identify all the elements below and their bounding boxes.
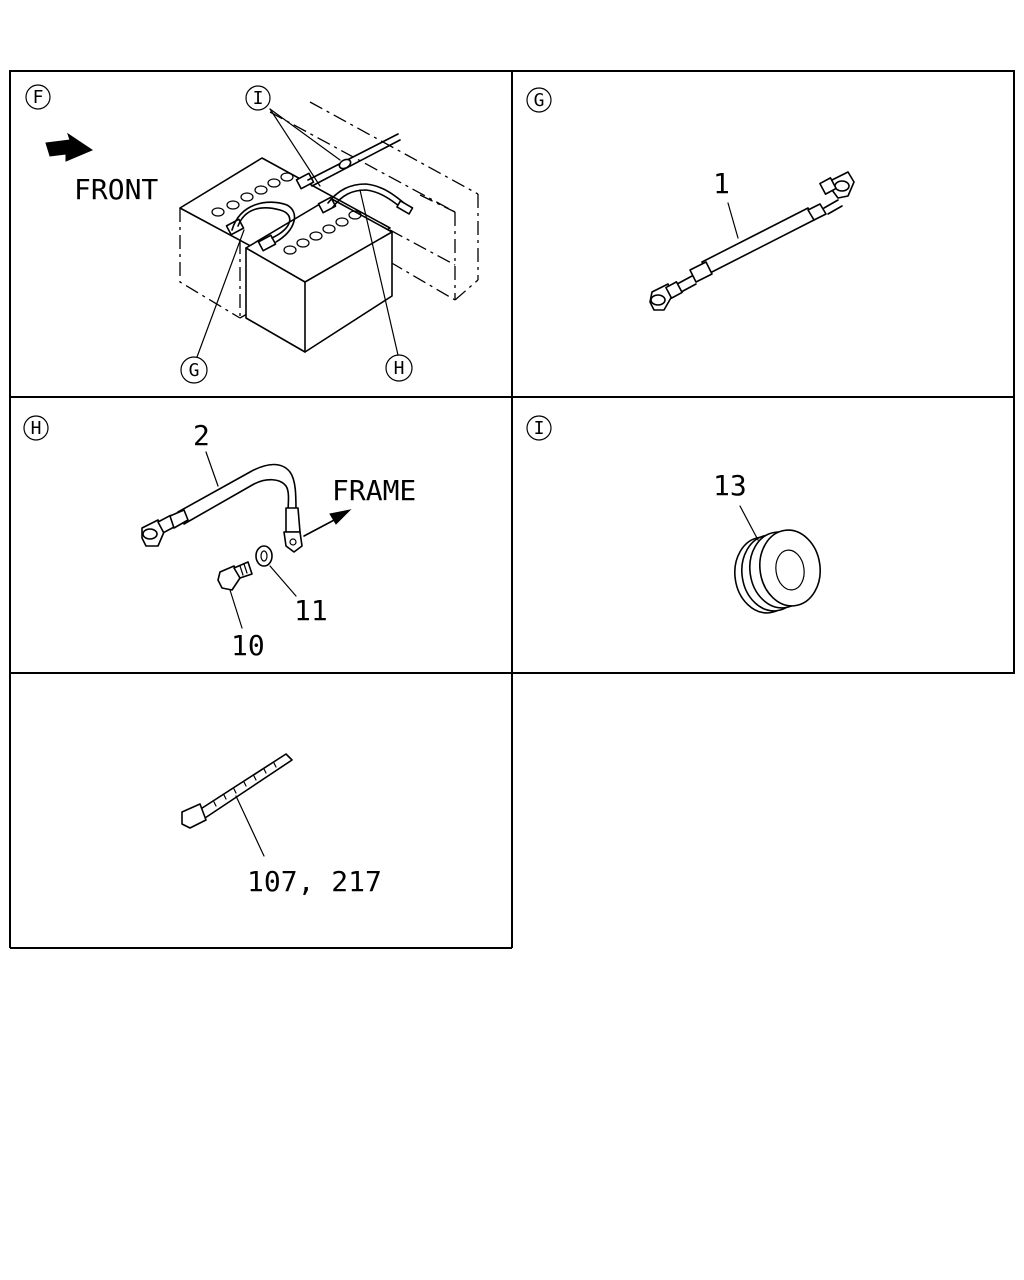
panel-g: G 1: [526, 87, 855, 311]
part-13-label: 13: [713, 469, 747, 502]
part-1-leader: [727, 202, 739, 239]
part-107-217-leader: [235, 795, 265, 857]
callout-h-text: H: [394, 358, 405, 379]
frame-rail-outline: [269, 101, 479, 301]
front-arrow-icon: [45, 132, 94, 162]
panel-h: H FRAME 11: [23, 415, 416, 662]
callout-g: G: [180, 229, 245, 384]
panel-i: I 13: [526, 415, 821, 614]
battery-cable-part-1: [649, 171, 855, 311]
part-1-label: 1: [713, 167, 730, 200]
panel-g-id-text: G: [534, 90, 545, 111]
panel-g-id-marker: G: [526, 87, 552, 113]
ground-cable-part-2: [141, 463, 303, 553]
callout-i-text: I: [253, 88, 264, 109]
front-label: FRONT: [74, 173, 158, 206]
part-11-leader: [269, 565, 297, 597]
part-2-label: 2: [193, 419, 210, 452]
battery-cables: [231, 133, 414, 243]
part-11-label: 11: [294, 594, 328, 627]
panel-h-id-marker: H: [23, 415, 49, 441]
part-10-leader: [229, 589, 243, 629]
part-13-leader: [739, 505, 759, 541]
panel-f-id-text: F: [33, 87, 44, 108]
panel-tie: 107, 217: [181, 753, 382, 898]
panel-f-id-marker: F: [25, 84, 51, 110]
grommet-part-13: [734, 529, 821, 614]
bolt-part-10: [217, 561, 253, 591]
part-107-217-label: 107, 217: [247, 865, 382, 898]
frame-label: FRAME: [332, 474, 416, 507]
frame-direction-arrow: [303, 509, 352, 537]
washer-part-11: [255, 545, 273, 567]
callout-h: H: [359, 189, 413, 382]
part-2-leader: [205, 451, 219, 487]
callout-i: I: [245, 85, 341, 187]
panel-h-id-text: H: [31, 418, 42, 439]
part-10-label: 10: [231, 629, 265, 662]
panel-grid: [9, 70, 1015, 949]
panel-f: F FRONT: [25, 84, 479, 384]
cable-tie-part-107-217: [181, 753, 293, 829]
callout-g-text: G: [189, 360, 200, 381]
panel-i-id-marker: I: [526, 415, 552, 441]
panel-i-id-text: I: [534, 418, 545, 439]
